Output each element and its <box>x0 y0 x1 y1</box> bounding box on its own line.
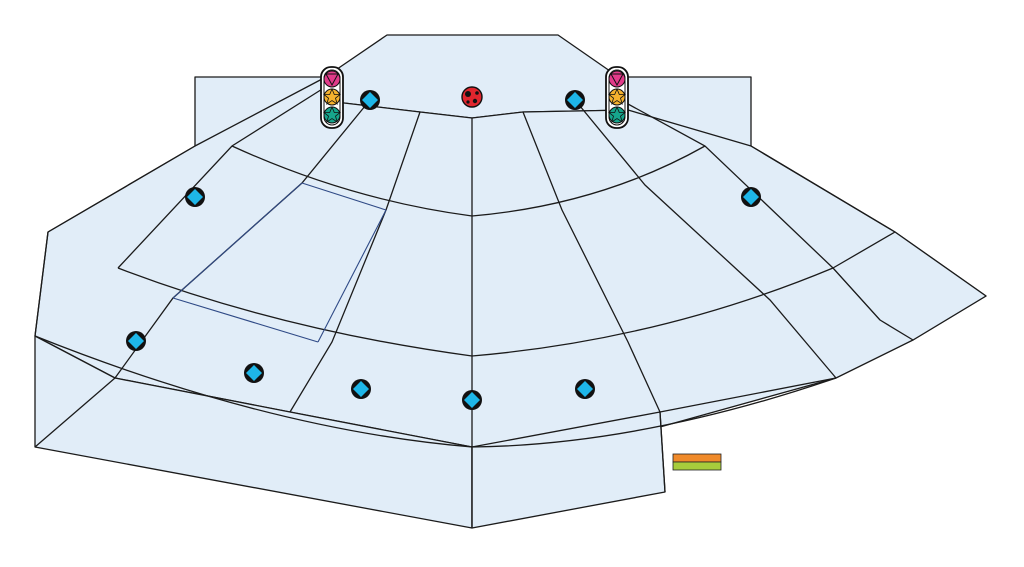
diamond-icon[interactable] <box>462 390 482 410</box>
diamond-icon[interactable] <box>185 187 205 207</box>
row-dividers <box>34 145 881 528</box>
diamond-icon[interactable] <box>565 90 585 110</box>
diamond-icon[interactable] <box>126 331 146 351</box>
traffic-signal-icon[interactable] <box>320 66 344 129</box>
legend-swatch-icon <box>672 453 722 471</box>
triangle-down-icon <box>608 70 626 88</box>
legend-bar-orange <box>672 453 722 463</box>
star-icon <box>607 105 627 124</box>
markers <box>126 90 761 410</box>
diamond-icon[interactable] <box>360 90 380 110</box>
highlighted-seam <box>172 182 387 343</box>
star-icon <box>322 87 342 106</box>
seating-sections <box>34 77 987 529</box>
star-icon <box>607 87 627 106</box>
diamond-icon[interactable] <box>575 379 595 399</box>
diamond-icon[interactable] <box>244 363 264 383</box>
diamond-icon[interactable] <box>741 187 761 207</box>
star-icon <box>322 105 342 124</box>
legend-bar-green <box>672 461 722 471</box>
diamond-icon[interactable] <box>351 379 371 399</box>
triangle-down-icon <box>323 70 341 88</box>
traffic-signal-icon[interactable] <box>605 66 629 129</box>
red-circle-icon[interactable] <box>461 86 483 108</box>
